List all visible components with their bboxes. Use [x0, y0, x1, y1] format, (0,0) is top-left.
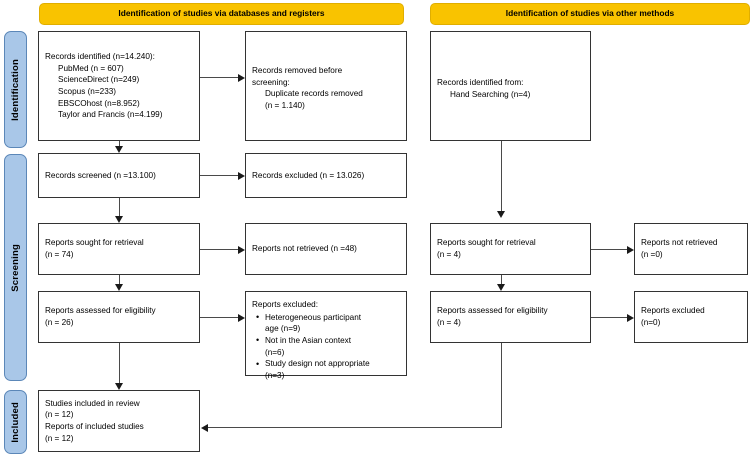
records-screened-text: Records screened (n =13.100)	[45, 170, 156, 180]
arrowhead-other-sought-to-assessed	[497, 284, 505, 291]
records-removed-duplicates: Duplicate records removed	[265, 89, 363, 99]
section-header-other-methods-label: Identification of studies via other meth…	[505, 8, 675, 19]
box-records-screened: Records screened (n =13.100)	[38, 153, 200, 198]
box-reports-excluded-other: Reports excluded (n=0)	[634, 291, 748, 343]
reports-assessed-other-line2: (n = 4)	[437, 318, 461, 327]
records-identified-source-taylor-francis: Taylor and Francis (n=4.199)	[58, 110, 163, 120]
arrowhead-other-assessed-to-excluded	[627, 314, 634, 322]
box-reports-assessed-eligibility: Reports assessed for eligibility (n = 26…	[38, 291, 200, 343]
list-item: Heterogeneous participant age (n=9)	[256, 311, 400, 335]
list-item: Not in the Asian context (n=6)	[256, 334, 400, 358]
reports-not-retrieved-text: Reports not retrieved (n =48)	[252, 244, 357, 254]
box-studies-included: Studies included in review (n = 12) Repo…	[38, 390, 200, 452]
records-excluded-text: Records excluded (n = 13.026)	[252, 170, 365, 180]
connector-other-assessed-to-included-horizontal	[208, 427, 501, 428]
records-removed-line1-text: Records removed	[252, 66, 319, 75]
arrowhead-other-assessed-to-included	[201, 424, 208, 432]
records-removed-colon: :	[287, 77, 290, 87]
box-reports-sought-retrieval: Reports sought for retrieval (n = 74)	[38, 223, 200, 275]
arrowhead-other-sought-to-not-retrieved	[627, 246, 634, 254]
connector-sought-to-assessed	[119, 275, 120, 284]
arrowhead-sought-to-not-retrieved	[238, 246, 245, 254]
records-removed-screening-emphasis: screening	[252, 77, 288, 87]
box-reports-excluded-reasons: Reports excluded: Heterogeneous particip…	[245, 291, 407, 380]
connector-other-assessed-to-included-vertical	[501, 343, 502, 428]
arrowhead-other-identified-to-sought	[497, 211, 505, 218]
records-identified-source-ebscohost: EBSCOhost (n=8.952)	[58, 98, 140, 108]
box-records-identified-other: Records identified from: Hand Searching …	[430, 31, 591, 141]
reports-excluded-item-0-main: Heterogeneous participant	[265, 312, 362, 322]
connector-identified-to-screened	[119, 141, 120, 147]
reports-assessed-line1: Reports assessed for eligibility	[45, 306, 156, 316]
connector-other-sought-to-assessed	[501, 275, 502, 284]
arrowhead-assessed-to-excluded	[238, 314, 245, 322]
included-line3: Reports of included studies	[45, 422, 144, 431]
box-records-identified: Records identified (n=14.240): PubMed (n…	[38, 31, 200, 141]
list-item: Study design not appropriate(n=3)	[256, 358, 400, 381]
reports-excluded-list: Heterogeneous participant age (n=9) Not i…	[252, 311, 400, 382]
records-identified-title: Records identified (n=14.240):	[45, 52, 155, 61]
connector-screened-to-excluded	[200, 175, 238, 176]
connector-assessed-to-included	[119, 343, 120, 383]
reports-assessed-other-line1: Reports assessed for eligibility	[437, 306, 548, 316]
phase-label-included: Included	[10, 401, 21, 443]
reports-excluded-title: Reports excluded:	[252, 300, 318, 309]
section-header-databases: Identification of studies via databases …	[39, 3, 404, 25]
arrowhead-screened-to-excluded	[238, 172, 245, 180]
records-removed-line2: screening:	[252, 77, 400, 89]
connector-other-sought-to-not-retrieved	[591, 249, 627, 250]
arrowhead-sought-to-assessed	[115, 284, 123, 291]
phase-bar-included: Included	[4, 390, 27, 454]
arrowhead-screened-to-sought	[115, 216, 123, 223]
records-removed-line1: Records removed before	[252, 39, 400, 77]
reports-excluded-item-0-tail: age (n=9)	[265, 324, 301, 334]
reports-excluded-item-1-tail: (n=6)	[265, 347, 285, 357]
included-line4: (n = 12)	[45, 433, 74, 443]
records-removed-duplicates-count: (n = 1.140)	[265, 100, 305, 110]
box-records-removed-before-screening: Records removed before screening: Duplic…	[245, 31, 407, 141]
reports-excluded-item-2-main: Study design not appropriate	[265, 359, 370, 369]
arrowhead-assessed-to-included	[115, 383, 123, 390]
reports-sought-line2: (n = 74)	[45, 250, 74, 259]
reports-excluded-other-line2: (n=0)	[641, 318, 661, 327]
included-line2: (n = 12)	[45, 410, 74, 420]
section-header-databases-label: Identification of studies via databases …	[118, 8, 325, 19]
reports-sought-line1: Reports sought for retrieval	[45, 238, 144, 248]
arrowhead-identified-to-removed	[238, 74, 245, 82]
records-identified-other-line1: Records identified from:	[437, 78, 524, 87]
connector-identified-to-removed	[200, 77, 238, 78]
connector-sought-to-not-retrieved	[200, 249, 238, 250]
included-line1: Studies included in review	[45, 398, 140, 408]
box-reports-not-retrieved-other: Reports not retrieved (n =0)	[634, 223, 748, 275]
box-records-excluded: Records excluded (n = 13.026)	[245, 153, 407, 198]
section-header-other-methods: Identification of studies via other meth…	[430, 3, 750, 25]
arrowhead-identified-to-screened	[115, 146, 123, 153]
reports-excluded-item-2-tail: (n=3)	[265, 370, 285, 380]
reports-assessed-line2: (n = 26)	[45, 318, 74, 327]
records-removed-before-emphasis: before	[318, 66, 343, 75]
reports-not-retrieved-other-line2: (n =0)	[641, 250, 663, 259]
phase-bar-identification: Identification	[4, 31, 27, 148]
connector-screened-to-sought	[119, 198, 120, 216]
records-identified-source-scopus: Scopus (n=233)	[58, 86, 117, 96]
box-reports-sought-retrieval-other: Reports sought for retrieval (n = 4)	[430, 223, 591, 275]
box-reports-assessed-eligibility-other: Reports assessed for eligibility (n = 4)	[430, 291, 591, 343]
records-identified-source-sciencedirect: ScienceDirect (n=249)	[58, 75, 140, 85]
records-identified-other-line2: Hand Searching (n=4)	[450, 89, 531, 99]
connector-other-assessed-to-excluded	[591, 317, 627, 318]
phase-bar-screening: Screening	[4, 154, 27, 381]
connector-assessed-to-excluded	[200, 317, 238, 318]
reports-sought-other-line1: Reports sought for retrieval	[437, 238, 536, 248]
phase-label-screening: Screening	[10, 243, 21, 292]
reports-sought-other-line2: (n = 4)	[437, 250, 461, 259]
reports-excluded-item-1-main: Not in the Asian context	[265, 335, 352, 345]
box-reports-not-retrieved: Reports not retrieved (n =48)	[245, 223, 407, 275]
records-identified-source-pubmed: PubMed (n = 607)	[58, 63, 124, 73]
phase-label-identification: Identification	[10, 58, 21, 121]
reports-not-retrieved-other-line1: Reports not retrieved	[641, 238, 718, 248]
reports-excluded-other-line1: Reports excluded	[641, 306, 705, 316]
connector-other-identified-to-sought	[501, 141, 502, 211]
